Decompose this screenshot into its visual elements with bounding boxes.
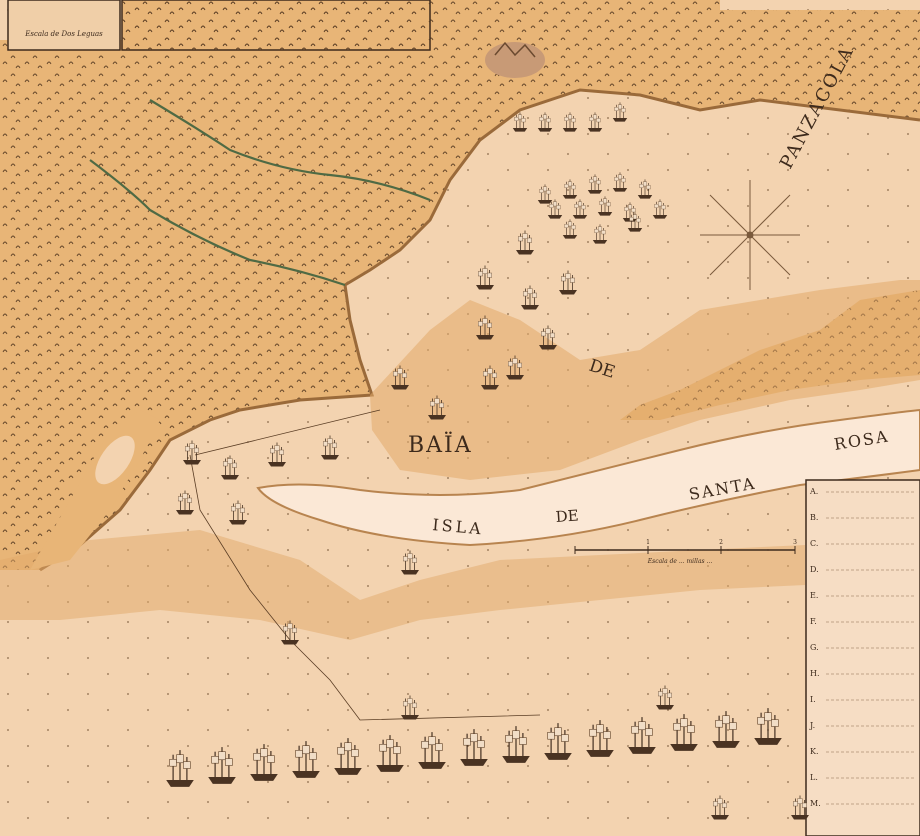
lagoon: [95, 435, 135, 485]
ship-icon: [166, 750, 194, 787]
scale-bar: Escala de ... millas ...: [574, 546, 796, 565]
mainland-trees: [0, 0, 920, 570]
ship-icon: [592, 224, 608, 244]
ship-icon: [562, 112, 578, 132]
ship-icon: [586, 720, 614, 757]
scale-caption: Escala de ... millas ...: [647, 558, 713, 565]
ship-icon: [559, 270, 577, 295]
ship-icon: [791, 795, 809, 820]
ship-icon: [597, 196, 613, 216]
legend-keys: A. B. C. D. E. F. G. H. I. J. K. L. M.: [809, 487, 914, 808]
legend-key: C.: [810, 539, 818, 548]
ship-icon: [587, 174, 603, 194]
ship-icon: [401, 695, 419, 720]
ship-icon: [754, 708, 782, 745]
ship-icon: [391, 365, 409, 390]
ship-icon: [229, 500, 247, 525]
legend-key: B.: [810, 513, 818, 522]
ship-icon: [652, 199, 668, 219]
ship-icon: [176, 490, 194, 515]
ship-icon: [268, 442, 286, 467]
ship-icon: [544, 723, 572, 760]
legend-key: F.: [810, 617, 817, 626]
ship-icon: [460, 729, 488, 766]
legend-key: G.: [810, 643, 819, 652]
ship-icon: [376, 735, 404, 772]
fort-panzacola: [485, 41, 545, 78]
santa-rosa-island: [256, 408, 920, 547]
inset-map: Escala de Dos Leguas: [7, 0, 431, 51]
legend-key: D.: [810, 565, 819, 574]
inset-title: Escala de Dos Leguas: [24, 30, 103, 38]
ship-icon: [506, 355, 524, 380]
ship-icon: [321, 435, 339, 460]
legend-box: A. B. C. D. E. F. G. H. I. J. K. L. M.: [805, 479, 920, 836]
ship-icon: [711, 795, 729, 820]
ship-icon: [670, 714, 698, 751]
ship-icon: [481, 365, 499, 390]
ship-icon: [401, 550, 419, 575]
shoal-north: [370, 280, 920, 480]
ship-icon: [628, 717, 656, 754]
label-baia: BAÏA: [408, 431, 473, 458]
ship-icon: [587, 112, 603, 132]
legend-key: A.: [809, 487, 818, 496]
ship-icon: [627, 212, 643, 232]
ship-icon: [183, 440, 201, 465]
ship-icon: [712, 711, 740, 748]
ship-icon: [281, 620, 299, 645]
ship-icon: [612, 172, 628, 192]
label-isla: ISLA: [432, 515, 485, 538]
ship-icon: [572, 199, 588, 219]
ship-icon: [521, 285, 539, 310]
ship-icon: [547, 199, 563, 219]
ship-icon: [428, 395, 446, 420]
ship-icon: [562, 219, 578, 239]
ship-icon: [476, 265, 494, 290]
legend-key: I.: [810, 695, 816, 704]
ship-icon: [637, 179, 653, 199]
scale-tick-label: 3: [793, 539, 797, 546]
ship-icon: [537, 184, 553, 204]
ship-icon: [562, 179, 578, 199]
ship-icon: [656, 685, 674, 710]
legend-key: E.: [810, 591, 818, 600]
ship-icon: [292, 741, 320, 778]
ship-icon: [221, 455, 239, 480]
legend-key: H.: [810, 669, 820, 678]
ship-icon: [334, 738, 362, 775]
route-line-bay: [194, 409, 381, 456]
ship-icon: [476, 315, 494, 340]
ship-icon: [516, 230, 534, 255]
ship-icon: [612, 102, 628, 122]
ship-icon: [539, 325, 557, 350]
legend-key: J.: [809, 721, 815, 730]
ship-icon: [208, 747, 236, 784]
ships-layer: [166, 102, 809, 820]
ship-icon: [250, 744, 278, 781]
compass-rose-icon: [700, 180, 800, 290]
legend-key: L.: [810, 773, 818, 782]
scale-tick-label: 1: [646, 539, 650, 546]
shoal-south: [0, 530, 805, 640]
ship-icon: [537, 112, 553, 132]
label-de-island: DE: [555, 506, 579, 526]
ship-icon: [418, 732, 446, 769]
river: [89, 99, 431, 287]
legend-key: K.: [810, 747, 819, 756]
ship-icon: [502, 726, 530, 763]
ship-icon: [512, 112, 528, 132]
scale-tick-label: 2: [719, 539, 723, 546]
legend-key: M.: [810, 799, 821, 808]
